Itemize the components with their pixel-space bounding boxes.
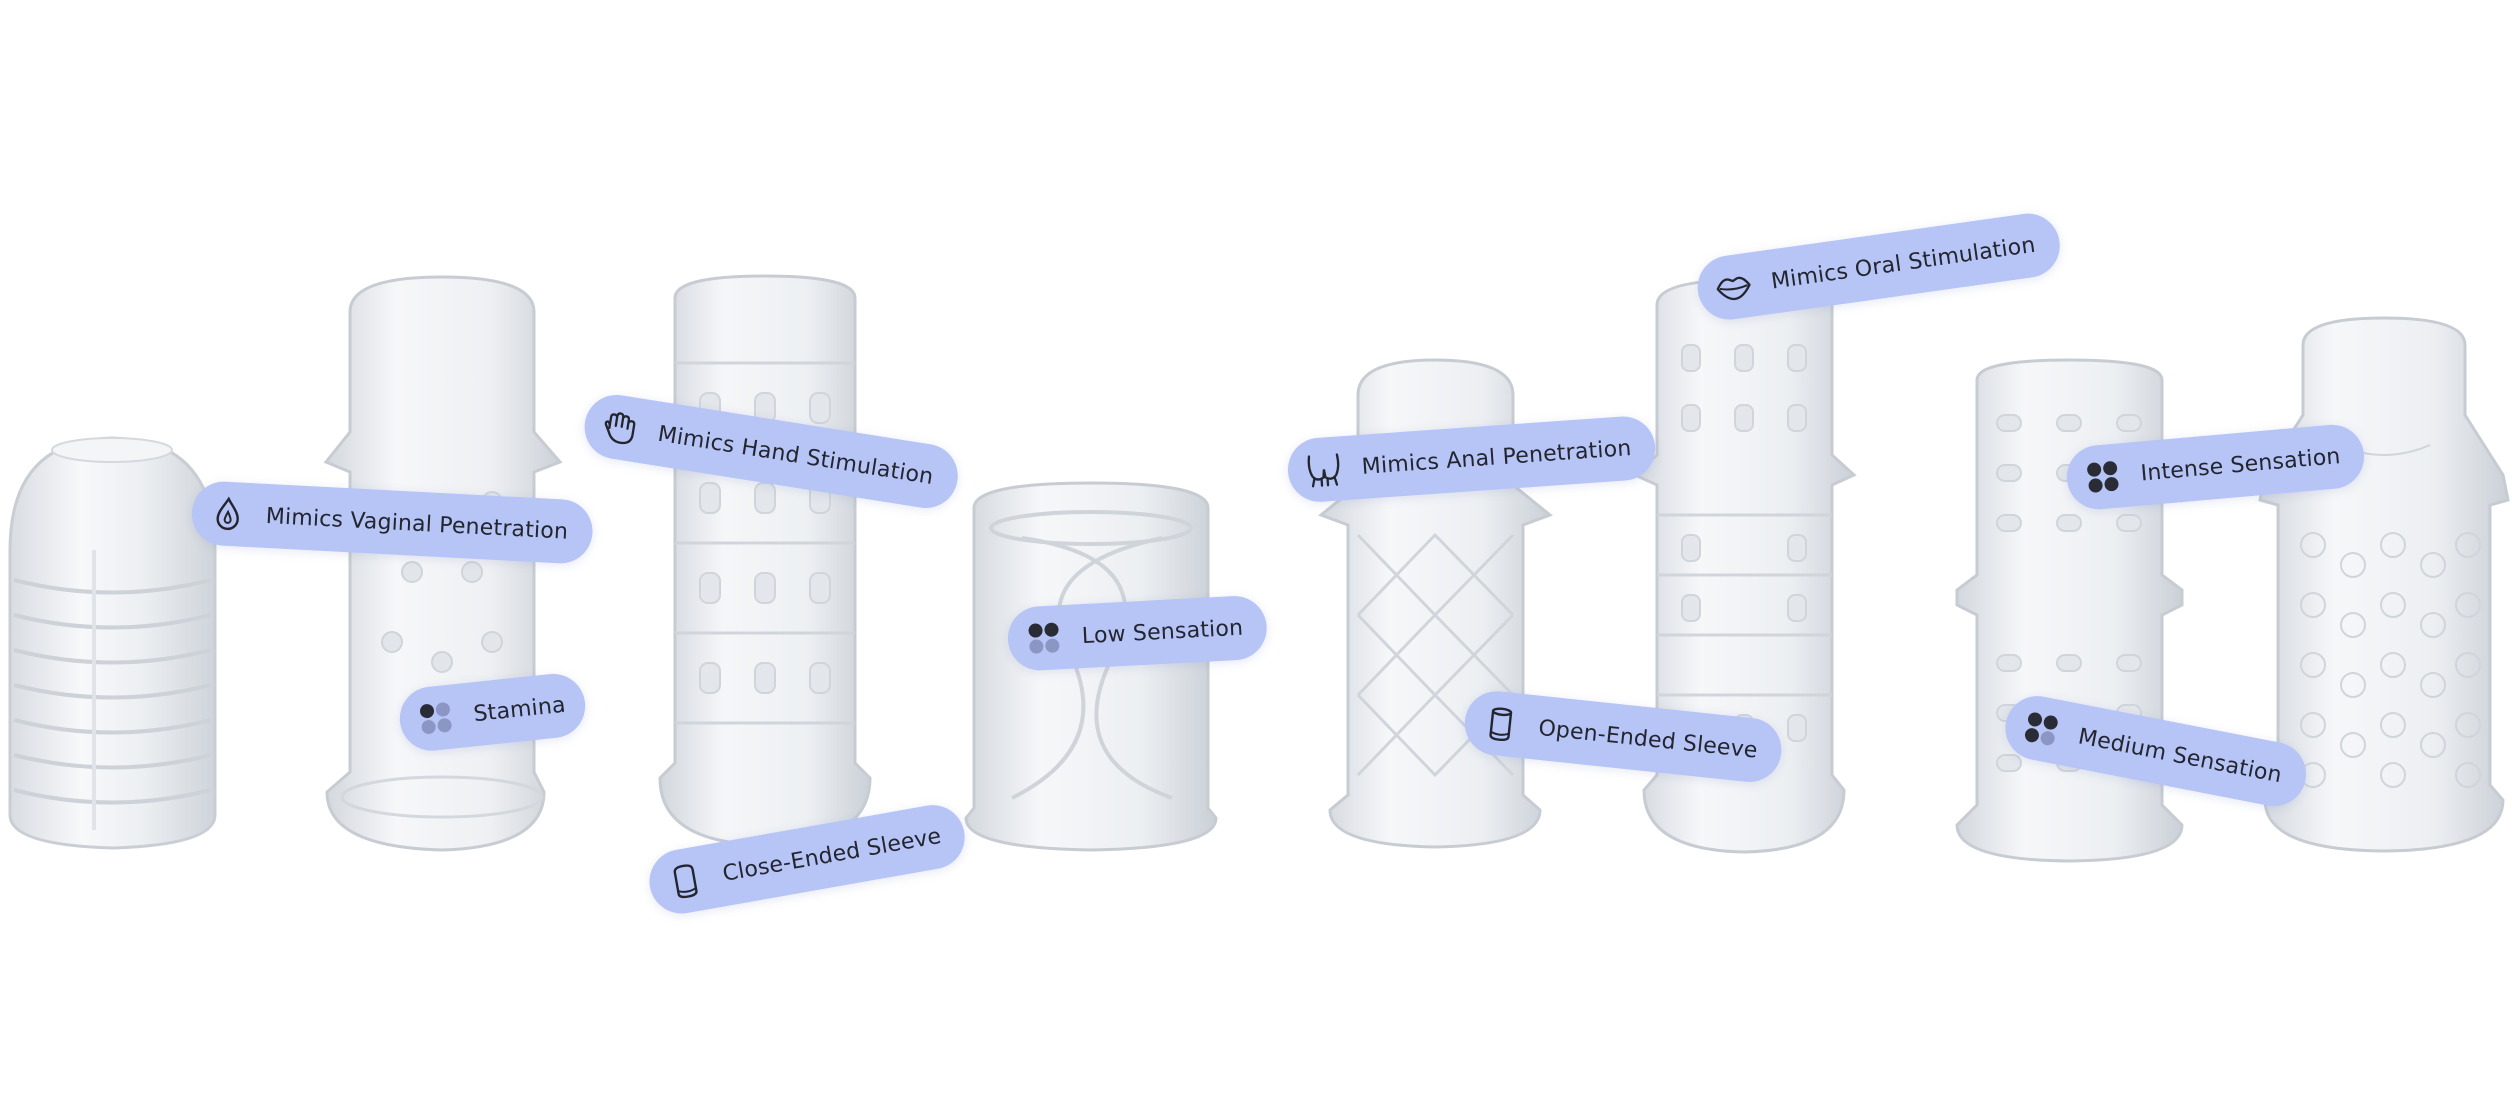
tag-label: Mimics Vaginal Penetration xyxy=(265,503,569,545)
open-sleeve-icon xyxy=(1479,702,1523,746)
tag-label: Mimics Anal Penetration xyxy=(1360,435,1633,480)
sleeve-textured-column xyxy=(655,273,875,848)
tag-close-ended-sleeve: Close-Ended Sleeve xyxy=(644,800,971,919)
tag-intense-sensation: Intense Sensation xyxy=(2064,422,2368,512)
tag-low-sensation: Low Sensation xyxy=(1006,594,1269,672)
drop-icon xyxy=(207,493,249,535)
dots-stamina-icon xyxy=(414,696,458,740)
tag-mimics-vaginal-penetration: Mimics Vaginal Penetration xyxy=(190,480,594,565)
tag-label: Stamina xyxy=(472,692,567,727)
lips-icon xyxy=(1711,264,1756,309)
buttocks-icon xyxy=(1303,448,1346,491)
tag-mimics-hand-stimulation: Mimics Hand Stimulation xyxy=(579,390,962,513)
tag-mimics-anal-penetration: Mimics Anal Penetration xyxy=(1285,414,1658,504)
sleeve-ribbed-dome xyxy=(0,430,225,855)
tag-stamina: Stamina xyxy=(396,670,589,754)
dots-medium-icon xyxy=(2018,705,2065,752)
tag-open-ended-sleeve: Open-Ended Sleeve xyxy=(1461,688,1785,786)
dots-intense-icon xyxy=(2081,455,2124,498)
tag-label: Intense Sensation xyxy=(2139,443,2342,487)
tag-label: Low Sensation xyxy=(1081,615,1244,649)
tag-mimics-oral-stimulation: Mimics Oral Stimulation xyxy=(1693,209,2064,324)
sleeve-nubbed-tall xyxy=(322,272,563,857)
tag-label: Open-Ended Sleeve xyxy=(1537,715,1759,764)
tag-medium-sensation: Medium Sensation xyxy=(1999,690,2312,812)
tag-label: Mimics Oral Stimulation xyxy=(1769,232,2037,295)
hand-icon xyxy=(598,405,644,451)
dots-low-icon xyxy=(1023,617,1065,659)
sleeve-double-ring xyxy=(1952,355,2187,863)
closed-sleeve-icon xyxy=(662,858,708,904)
